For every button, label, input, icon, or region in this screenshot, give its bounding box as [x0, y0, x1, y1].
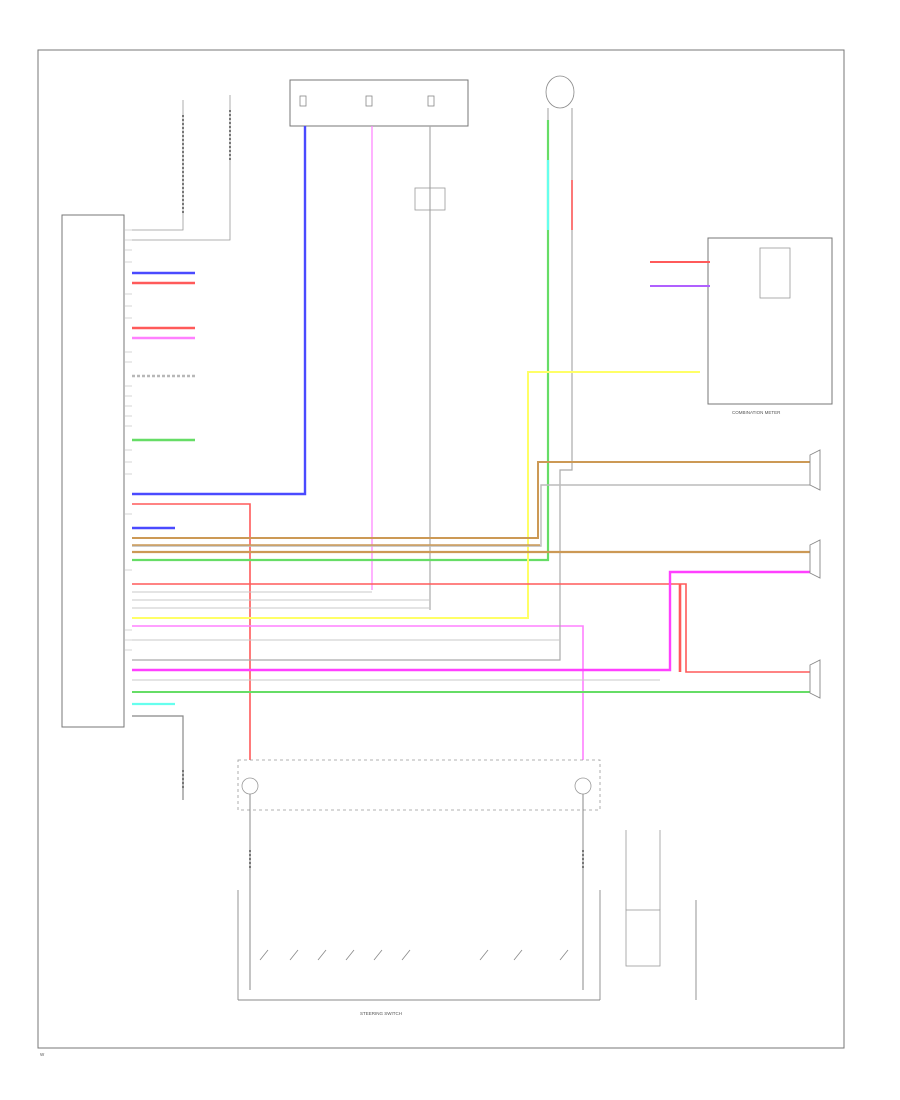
meter-wires: [650, 261, 710, 287]
audio-unit-box: [61, 214, 125, 728]
left-short-wires: [132, 271, 195, 442]
spiral-cable-left-icon: [241, 777, 259, 795]
top-left-wires: [132, 95, 231, 241]
audio-unit-pins: [124, 229, 132, 651]
combination-meter-box: [707, 237, 833, 405]
pink-wire-switch: [132, 625, 584, 760]
antenna-connector: [545, 75, 575, 120]
page-frame: [37, 49, 845, 1049]
steering-switch-box: [237, 890, 601, 1001]
magenta-wire: [132, 570, 810, 672]
spiral-cable-right-icon: [574, 777, 592, 795]
combination-meter-label: COMBINATION METER: [732, 410, 781, 415]
steering-switch-label: STEERING SWITCH: [360, 1011, 402, 1016]
red-long-wire: [132, 583, 810, 673]
spiral-cable-box: [237, 759, 601, 811]
blue-wire: [132, 126, 307, 496]
footer-code: W: [40, 1052, 45, 1057]
faint-wires: [132, 591, 660, 681]
bottom-right-module: [625, 909, 661, 967]
grey-wire-speaker: [132, 484, 810, 547]
ground-wire: [132, 715, 184, 800]
speaker-icons: [809, 449, 821, 699]
tan-wire-1: [132, 461, 810, 539]
yellow-wire: [132, 371, 700, 619]
fuse-block-box: [289, 79, 469, 127]
meter-module: [759, 247, 791, 299]
switch-contacts: [259, 949, 569, 961]
fuse-icons: [299, 95, 435, 107]
relay-box: [414, 187, 446, 211]
red-wire-switch: [132, 503, 251, 760]
green-antenna-wire: [132, 120, 550, 562]
grey-antenna-wire: [132, 120, 573, 661]
